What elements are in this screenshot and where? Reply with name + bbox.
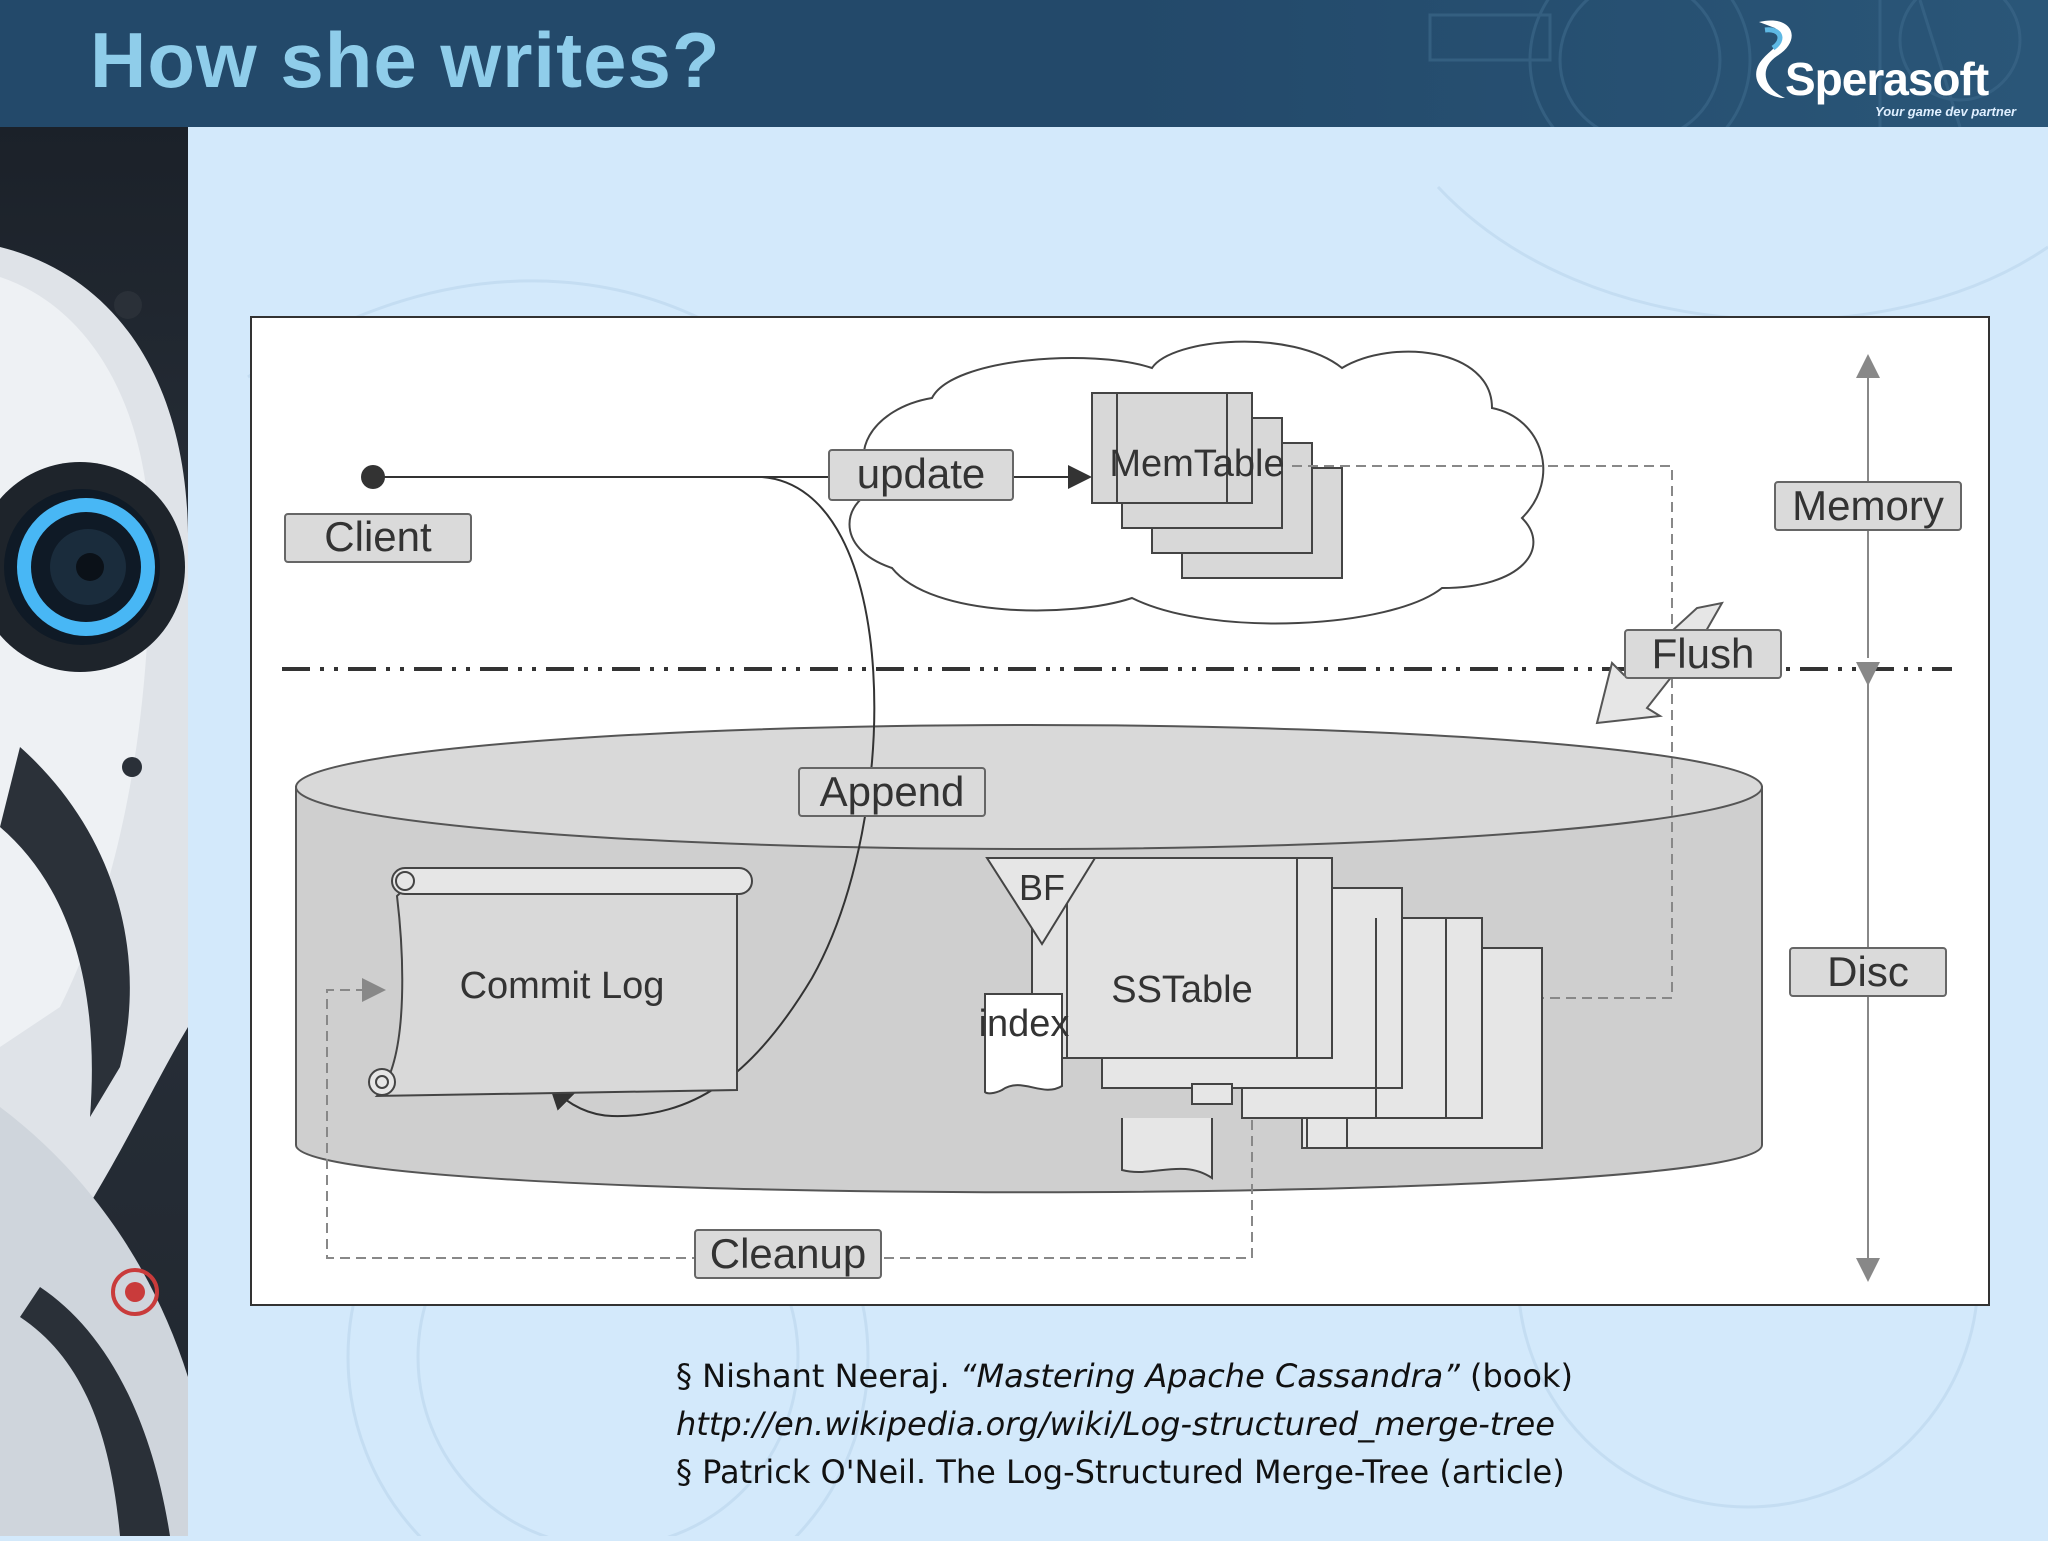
reference-article: § Patrick O'Neil. The Log-Structured Mer…: [676, 1453, 1565, 1491]
index-note: [984, 993, 1063, 1095]
sstable-label: SSTable: [1111, 969, 1253, 1011]
reference-author: Nishant Neeraj.: [702, 1357, 960, 1395]
references: § Nishant Neeraj. “Mastering Apache Cass…: [676, 1352, 1676, 1496]
append-label: Append: [820, 768, 965, 815]
memory-label: Memory: [1792, 482, 1944, 529]
commit-log-label: Commit Log: [460, 965, 665, 1007]
robot-side-image: [0, 127, 188, 1536]
sstable-stack: [1031, 857, 1543, 1180]
sperasoft-logo: Sperasoft Your game dev partner: [1745, 10, 2035, 122]
flush-label: Flush: [1652, 630, 1755, 677]
cleanup-dashed-path: [326, 978, 1253, 1259]
logo-wordmark: Sperasoft: [1785, 53, 1989, 105]
bloom-filter-icon: [985, 857, 1097, 946]
bf-label: BF: [1019, 867, 1065, 908]
client-label: Client: [324, 513, 432, 560]
diagram-canvas: Client update MemTable Memory Flush Appe…: [282, 340, 1962, 1282]
index-label: index: [979, 1003, 1070, 1045]
disc-label: Disc: [1827, 948, 1909, 995]
memtable-label: MemTable: [1109, 443, 1284, 485]
slide-header: How she writes? Sperasoft Your game dev …: [0, 0, 2048, 127]
reference-type: (book): [1459, 1357, 1573, 1395]
header-decoration: [1428, 0, 2022, 127]
update-label: update: [857, 450, 985, 497]
logo-tagline: Your game dev partner: [1875, 104, 2017, 119]
cleanup-label: Cleanup: [710, 1230, 866, 1277]
memtable-stack: [1091, 392, 1343, 579]
robot-illustration: [0, 247, 188, 1536]
logo-swirl-icon: [1756, 20, 1792, 99]
page-title: How she writes?: [90, 16, 721, 104]
commit-log-scroll: [368, 867, 753, 1098]
bullet-icon: §: [676, 1357, 692, 1395]
reference-book: § Nishant Neeraj. “Mastering Apache Cass…: [676, 1352, 1676, 1400]
append-curve: [549, 476, 876, 1118]
reference-title: “Mastering Apache Cassandra”: [959, 1357, 1460, 1395]
lsm-write-path-diagram: Client update MemTable Memory Flush Appe…: [250, 316, 1990, 1306]
reference-url[interactable]: http://en.wikipedia.org/wiki/Log-structu…: [676, 1405, 1555, 1443]
